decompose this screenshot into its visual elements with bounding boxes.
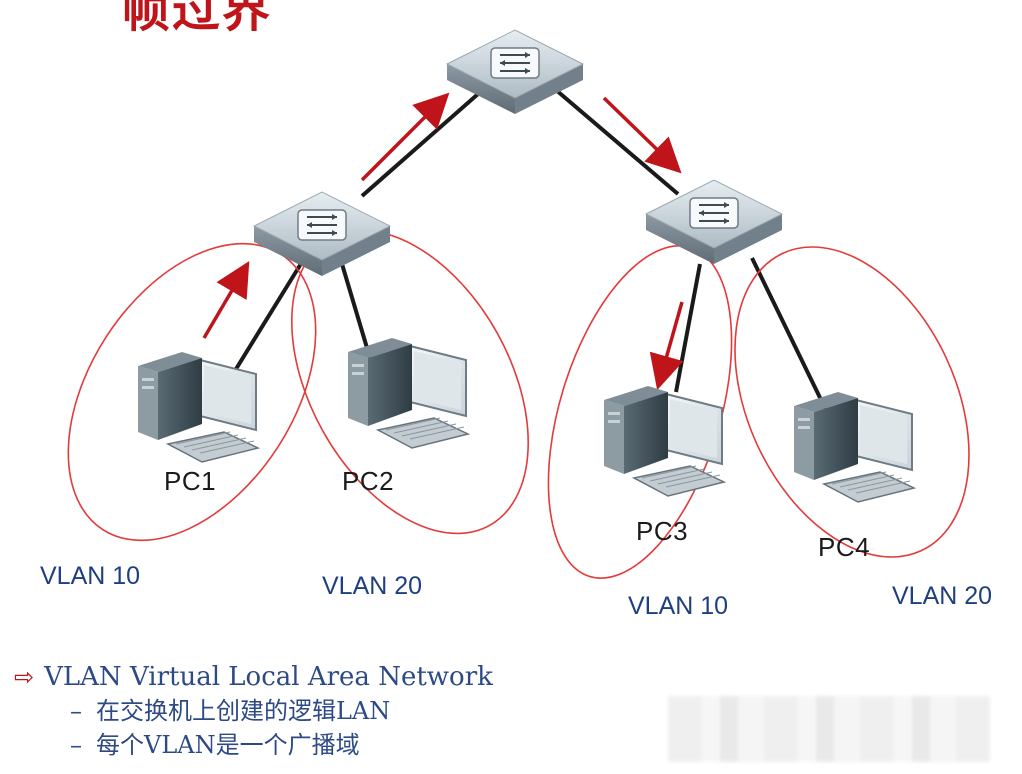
vlan20-ellipse-right — [734, 246, 970, 558]
flow-arrow-pc1-up — [202, 260, 250, 339]
link-right-pc3 — [674, 263, 702, 393]
dash-icon: – — [70, 731, 82, 759]
vlan20-label-left: VLAN 20 — [322, 572, 423, 600]
frame-flow-arrows — [202, 92, 684, 391]
pc1-label: PC1 — [164, 466, 217, 496]
core-switch — [445, 29, 585, 114]
definition-bullets: ⇨ VLAN Virtual Local Area Network –在交换机上创… — [14, 660, 654, 762]
link-core-right — [554, 88, 680, 196]
pc2-label: PC2 — [342, 466, 395, 496]
bullet-main: ⇨ VLAN Virtual Local Area Network — [14, 660, 654, 694]
pc4-label: PC4 — [818, 532, 871, 562]
links — [226, 88, 828, 411]
dash-icon: – — [70, 697, 82, 725]
flow-arrow-core-to-right — [602, 96, 682, 174]
pc1-computer — [138, 352, 261, 463]
pc2-computer — [348, 338, 471, 449]
bullet-sub-1: –在交换机上创建的逻辑LAN — [14, 694, 654, 728]
access-switch-left — [252, 191, 392, 276]
pc3-label: PC3 — [636, 516, 689, 546]
bullet-sub-2-text: 每个VLAN是一个广播域 — [96, 731, 360, 759]
switch-arrows-icon — [490, 47, 540, 79]
vlan10-label-right: VLAN 10 — [628, 592, 729, 620]
link-right-pc4 — [750, 257, 828, 411]
switch-arrows-icon — [689, 197, 739, 229]
vlan10-label-left: VLAN 10 — [40, 562, 141, 590]
switch-arrows-icon — [297, 209, 347, 241]
link-left-pc1 — [226, 260, 304, 384]
vlan20-label-right: VLAN 20 — [892, 582, 993, 610]
slide-title-fragment: 帧过界 — [122, 0, 273, 38]
pc3-computer — [604, 386, 727, 497]
bullet-sub-1-text: 在交换机上创建的逻辑LAN — [96, 697, 391, 725]
flow-arrow-left-to-core — [360, 92, 450, 182]
pc4-computer — [794, 392, 917, 503]
link-core-left — [360, 92, 480, 198]
bullet-main-text: VLAN Virtual Local Area Network — [44, 662, 493, 692]
access-switch-right — [644, 179, 784, 264]
link-left-pc2 — [340, 263, 372, 359]
flow-arrow-down-pc3 — [649, 301, 684, 391]
arrow-bullet-icon: ⇨ — [14, 663, 35, 691]
bullet-sub-2: –每个VLAN是一个广播域 — [14, 728, 654, 762]
blurred-watermark — [668, 696, 990, 762]
